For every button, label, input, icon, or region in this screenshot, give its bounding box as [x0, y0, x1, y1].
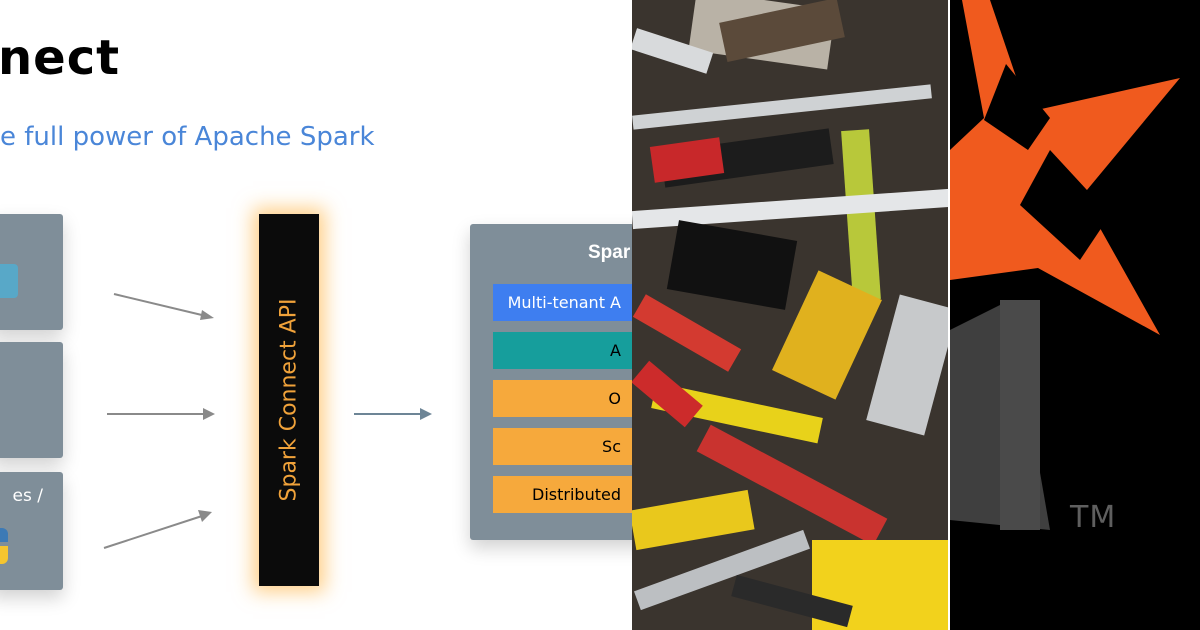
star-logo-icon: [950, 0, 1180, 530]
client-box-1: [0, 214, 63, 330]
layer-optimizer: O: [493, 380, 632, 417]
api-label: Spark Connect API: [276, 298, 302, 502]
client-box-3: es /: [0, 472, 63, 590]
tools-photo: [632, 0, 950, 630]
layer-distributed: Distributed: [493, 476, 632, 513]
spark-connect-api-bar: Spark Connect API: [259, 214, 319, 586]
client-box-2: [0, 342, 63, 458]
brand-logo-panel: [950, 0, 1200, 630]
slide-subtitle: e full power of Apache Spark: [0, 122, 375, 152]
layer-analyzer: A: [493, 332, 632, 369]
arrow-client-1: [113, 293, 214, 320]
arrow-api-to-server: [354, 408, 432, 420]
spark-connect-slide: nect e full power of Apache Spark es / S…: [0, 30, 632, 590]
tools-photo-graphic: [632, 0, 950, 630]
python-logo-icon: [0, 528, 8, 564]
layer-multi-tenant: Multi-tenant A: [493, 284, 632, 321]
arrow-client-2: [107, 408, 215, 420]
client-3-label: es /: [12, 486, 43, 506]
arrow-client-3: [103, 510, 212, 549]
slide-title: nect: [0, 30, 121, 86]
layer-scheduler: Sc: [493, 428, 632, 465]
server-title: Spar: [588, 242, 631, 263]
trademark-symbol: TM: [1070, 500, 1117, 535]
client-app-icon: [0, 264, 18, 298]
spark-server-box: Spar Multi-tenant A A O Sc Distributed: [470, 224, 632, 540]
